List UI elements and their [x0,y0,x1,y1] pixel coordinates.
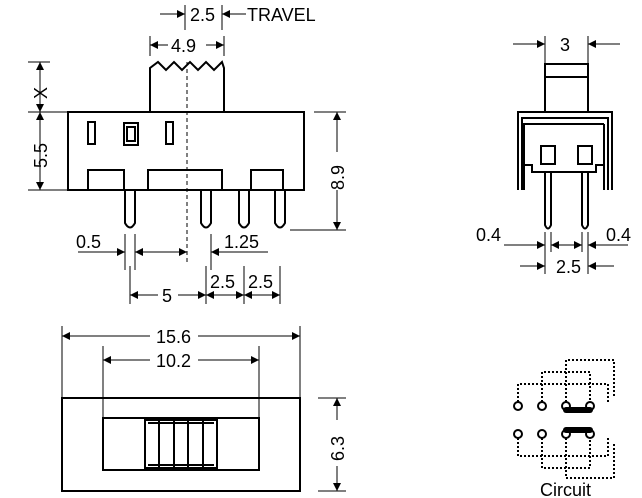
top-knob [144,419,218,469]
top-slot [102,417,260,471]
side-pin-left-label: 0.4 [476,225,501,245]
top-view: 15.6 10.2 6.3 [61,326,348,492]
x-height-label: X [31,87,51,99]
total-height-label: 8.9 [328,165,348,190]
terminal-1 [513,401,523,411]
width-label: 6.3 [328,436,348,461]
side-pin-right [581,172,589,230]
side-pin-right-label: 0.4 [606,225,631,245]
terminal-2 [537,401,547,411]
pin-2 [200,190,212,229]
travel-value-label: 2.5 [190,5,215,25]
pin-1 [124,190,136,229]
pin-width-label: 0.5 [76,232,101,252]
pin-3 [238,190,250,229]
terminal-5 [513,429,523,439]
front-view: 2.5 TRAVEL 4.9 [28,5,348,306]
pin-4 [274,190,286,229]
circuit-diagram: Circuit [513,359,615,498]
top-body [61,397,301,492]
switch-body [67,111,305,191]
side-pin-left [544,172,552,230]
pin-offset-label: 1.25 [224,232,259,252]
travel-text-label: TRAVEL [247,5,316,25]
slot-length-label: 10.2 [156,351,191,371]
side-view: 3 0.4 0.4 2.5 [476,35,631,277]
pin-spacing-mid-label: 2.5 [210,272,235,292]
side-pin-spacing-label: 2.5 [556,257,581,277]
body-height-label: 5.5 [31,143,51,168]
side-actuator [544,63,589,113]
side-top-label: 3 [560,35,570,55]
slider-width-label: 4.9 [171,36,196,56]
length-label: 15.6 [156,327,191,347]
pin-spacing-last-label: 2.5 [248,272,273,292]
pin-spacing-first-label: 5 [162,286,172,306]
actuator-knob [149,60,225,112]
terminal-6 [537,429,547,439]
circuit-label: Circuit [540,480,591,498]
